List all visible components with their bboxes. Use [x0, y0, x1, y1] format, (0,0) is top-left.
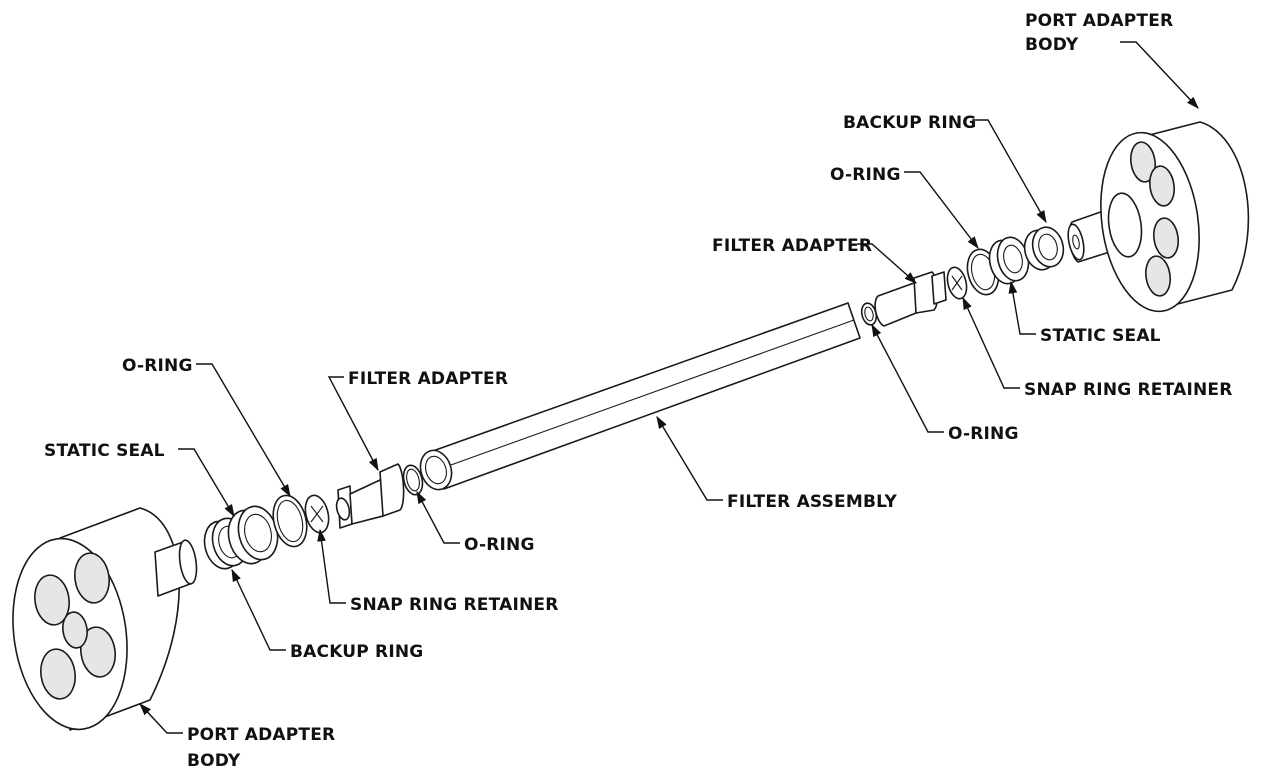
o-ring-left-large [272, 494, 308, 548]
leader-o-ring-right-lower [871, 323, 944, 433]
leader-static-seal-right [1008, 280, 1036, 335]
leader-o-ring-left-upper [196, 363, 291, 498]
leader-port-adapter-body-right [1120, 41, 1199, 109]
label-o-ring-right-lower: O-RING [948, 424, 1019, 444]
static-seal-left [227, 505, 279, 565]
leader-filter-assembly [656, 415, 723, 501]
static-seal-right [988, 236, 1030, 285]
label-port-adapter-body-right-line2: BODY [1025, 35, 1079, 55]
filter-adapter-right [874, 271, 947, 327]
label-filter-adapter-right: FILTER ADAPTER [712, 236, 872, 256]
port-adapter-body-left [12, 507, 198, 731]
leader-backup-ring-right [972, 119, 1047, 224]
label-snap-ring-retainer-right: SNAP RING RETAINER [1024, 380, 1233, 400]
label-static-seal-left: STATIC SEAL [44, 441, 165, 461]
leader-lines [139, 41, 1199, 734]
label-filter-assembly: FILTER ASSEMBLY [727, 492, 898, 512]
label-snap-ring-retainer-left: SNAP RING RETAINER [350, 595, 559, 615]
label-port-adapter-body-left-line2: BODY [187, 751, 241, 771]
filter-assembly [419, 302, 861, 491]
leader-filter-adapter-right [857, 243, 917, 284]
labels: PORT ADAPTER BODY BACKUP RING O-RING FIL… [44, 11, 1233, 771]
label-static-seal-right: STATIC SEAL [1040, 326, 1161, 346]
label-filter-adapter-left: FILTER ADAPTER [348, 369, 508, 389]
leader-static-seal-left [178, 448, 235, 518]
label-o-ring-right-upper: O-RING [830, 165, 901, 185]
port-adapter-body-right [1067, 121, 1250, 313]
leader-o-ring-left-lower [416, 490, 460, 544]
label-port-adapter-body-left-line1: PORT ADAPTER [187, 725, 335, 745]
label-o-ring-left-lower: O-RING [464, 535, 535, 555]
leader-snap-ring-retainer-right [962, 296, 1020, 389]
filter-adapter-left [335, 463, 405, 529]
snap-ring-retainer-right [946, 266, 968, 300]
leader-filter-adapter-left [327, 376, 379, 472]
leader-port-adapter-body-left [139, 703, 183, 734]
leader-snap-ring-retainer-left [317, 528, 346, 604]
backup-ring-right [1023, 226, 1065, 271]
label-backup-ring-right: BACKUP RING [843, 113, 976, 133]
leader-o-ring-right-upper [904, 171, 979, 250]
label-backup-ring-left: BACKUP RING [290, 642, 423, 662]
label-o-ring-left-upper: O-RING [122, 356, 193, 376]
leader-backup-ring-left [231, 568, 286, 651]
label-port-adapter-body-right-line1: PORT ADAPTER [1025, 11, 1173, 31]
